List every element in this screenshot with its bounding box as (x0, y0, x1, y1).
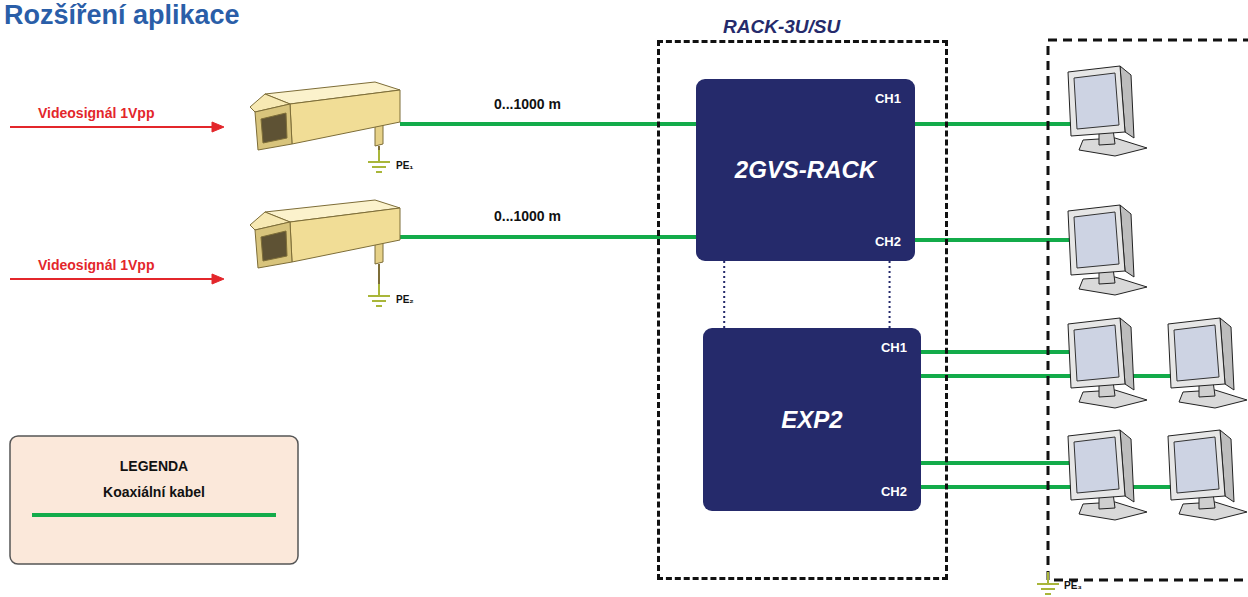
monitor-screen (1174, 325, 1219, 381)
monitor-screen (1074, 73, 1119, 129)
signal-label: Videosignál 1Vpp (38, 257, 154, 273)
ground-symbol (368, 150, 390, 172)
monitor-icon (1068, 205, 1147, 295)
channel-label: CH2 (875, 234, 901, 249)
ground-bar (1037, 583, 1059, 585)
channel-label: CH1 (875, 91, 901, 106)
ground-bar (368, 161, 390, 163)
ground-symbol (368, 284, 390, 306)
ground-stem (378, 284, 380, 296)
device-name: EXP2 (781, 406, 842, 434)
channel-label: CH1 (881, 340, 907, 355)
monitor-bezel (1068, 430, 1125, 500)
rack-outline: RACK-3U/SUCH12GVS-RACKCH2CH1EXP2CH2 (657, 40, 948, 580)
ground-bar (368, 295, 390, 297)
signal-label: Videosignál 1Vpp (38, 105, 154, 121)
ground-bar (1041, 588, 1055, 590)
channel-label: CH2 (881, 484, 907, 499)
ground-bar (372, 300, 386, 302)
monitor-icon (1168, 318, 1247, 408)
ground-bar (372, 166, 386, 168)
camera-icon (250, 200, 400, 268)
device-name: 2GVS-RACK (735, 156, 876, 184)
device-box: CH1 2GVS-RACK CH2 (696, 79, 915, 261)
arrow-head (212, 122, 224, 132)
arrow-head (212, 274, 224, 284)
distance-label: 0...1000 m (494, 208, 561, 224)
ground-symbol (1037, 572, 1059, 594)
page-title: Rozšíření aplikace (4, 0, 240, 31)
monitor-icon (1168, 430, 1247, 520)
monitor-bezel (1168, 318, 1225, 388)
camera-lens (261, 231, 287, 261)
camera-side (290, 90, 400, 144)
signal-arrow (10, 274, 224, 284)
ground-bar (376, 305, 382, 307)
monitor-screen (1074, 437, 1119, 493)
monitor-icon (1068, 430, 1147, 520)
ground-label: PE₂ (396, 294, 414, 305)
monitor-screen (1074, 325, 1119, 381)
monitor-icon (1068, 318, 1147, 408)
monitor-bezel (1168, 430, 1225, 500)
monitor-screen (1074, 212, 1119, 268)
camera-front (255, 222, 292, 268)
link-line (723, 261, 725, 328)
ground-stem (1047, 572, 1049, 584)
distance-label: 0...1000 m (494, 96, 561, 112)
ground-label: PE₁ (396, 160, 413, 171)
monitor-icon (1068, 66, 1147, 156)
coax-cable (400, 122, 700, 126)
device-box: CH1EXP2CH2 (703, 328, 921, 511)
legend-box (10, 436, 298, 564)
ground-stem (378, 150, 380, 162)
coax-cable (1128, 485, 1172, 489)
signal-line (10, 126, 214, 128)
monitor-bezel (1068, 318, 1125, 388)
coax-cable (1128, 374, 1172, 378)
coax-cable (400, 235, 700, 239)
legend-text: Koaxiální kabel (103, 484, 205, 500)
ground-bar (376, 171, 382, 173)
signal-arrow (10, 122, 224, 132)
ground-bar (1045, 593, 1051, 595)
camera-lens (261, 113, 287, 143)
link-line (889, 261, 891, 328)
rack-heading: RACK-3U/SU (720, 16, 843, 38)
monitor-bezel (1068, 66, 1125, 136)
monitor-bezel (1068, 205, 1125, 275)
mount-post (378, 264, 380, 284)
legend-heading: LEGENDA (120, 458, 188, 474)
camera-front (255, 104, 292, 150)
coax-cable (910, 461, 1072, 465)
monitor-screen (1174, 437, 1219, 493)
camera-side (290, 208, 400, 262)
ground-label: PE₃ (1064, 580, 1082, 591)
monitor-room-outline (1048, 40, 1248, 580)
legend-sample-line (32, 513, 276, 517)
signal-line (10, 278, 214, 280)
camera-icon (250, 82, 400, 150)
